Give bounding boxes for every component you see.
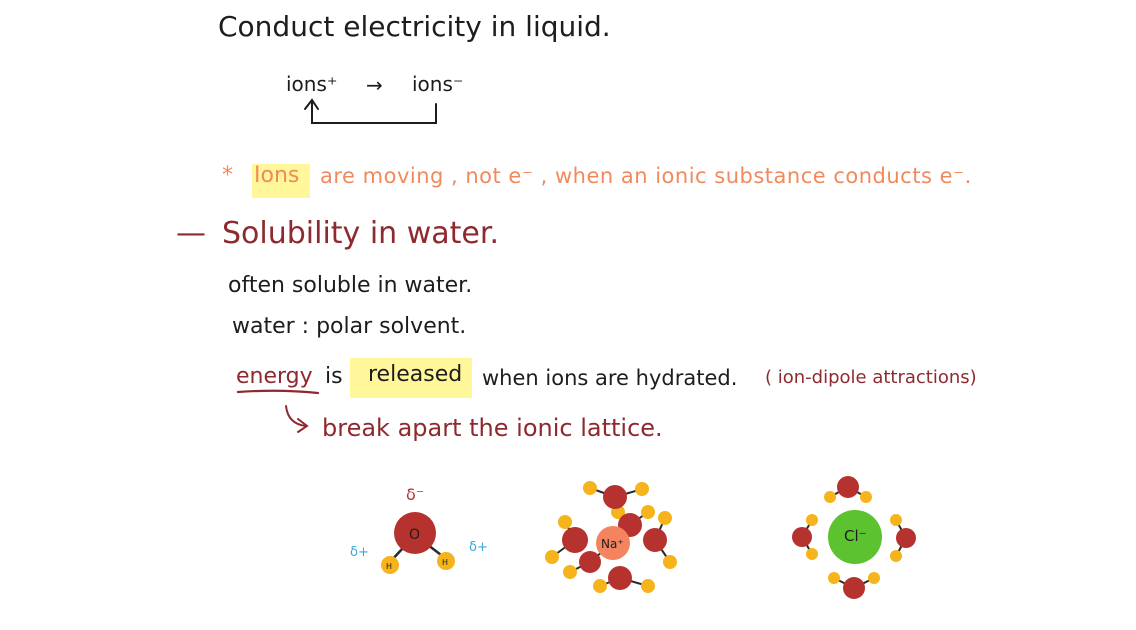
star-bullet: *: [222, 163, 233, 188]
ion-flow-bracket-icon: [304, 98, 437, 124]
star-note-text: are moving , not e⁻ , when an ionic subs…: [320, 164, 972, 188]
solubility-heading: Solubility in water.: [222, 216, 499, 251]
often-soluble-line: often soluble in water.: [228, 273, 473, 298]
sodium-ion-label: Na⁺: [601, 537, 624, 551]
chlorine-ion-atom: [828, 510, 882, 564]
hydrated-sodium-ion: Na⁺: [545, 481, 677, 593]
oxygen-atom: [394, 512, 436, 554]
hydrogen-label-right: H: [442, 558, 448, 567]
sodium-ion-atom: [596, 526, 630, 560]
ions-positive-label: ions⁺: [286, 72, 338, 96]
energy-underline: [236, 389, 320, 395]
ions-highlight: [252, 164, 310, 198]
hydrogen-atom-right: [437, 552, 455, 570]
hydrogen-atom-left: [381, 556, 399, 574]
delta-minus-label: δ⁻: [406, 485, 424, 504]
hook-arrow-icon: [285, 405, 309, 433]
delta-plus-left-label: δ+: [350, 545, 369, 560]
when-hydrated-text: when ions are hydrated.: [482, 366, 738, 390]
flow-arrow-icon: →: [366, 73, 383, 97]
break-apart-line: break apart the ionic lattice.: [322, 414, 663, 442]
oxygen-label: O: [409, 527, 420, 543]
heading-dash: —: [176, 216, 206, 251]
released-highlight: [350, 358, 472, 398]
conduct-electricity-line: Conduct electricity in liquid.: [218, 10, 611, 43]
energy-word: energy: [236, 364, 313, 389]
ions-word: Ions: [254, 163, 300, 188]
polar-solvent-line: water : polar solvent.: [232, 314, 467, 339]
water-molecule: O H H δ⁻ δ+ δ+: [350, 485, 488, 574]
hydrated-chloride-ion: Cl⁻: [792, 476, 916, 599]
chloride-ion-label: Cl⁻: [844, 527, 867, 545]
is-word: is: [325, 364, 343, 389]
released-word: released: [368, 362, 463, 387]
ions-negative-label: ions⁻: [412, 72, 464, 96]
delta-plus-right-label: δ+: [469, 540, 488, 555]
hydrogen-label-left: H: [386, 562, 392, 571]
ion-dipole-text: ( ion-dipole attractions): [765, 367, 977, 388]
